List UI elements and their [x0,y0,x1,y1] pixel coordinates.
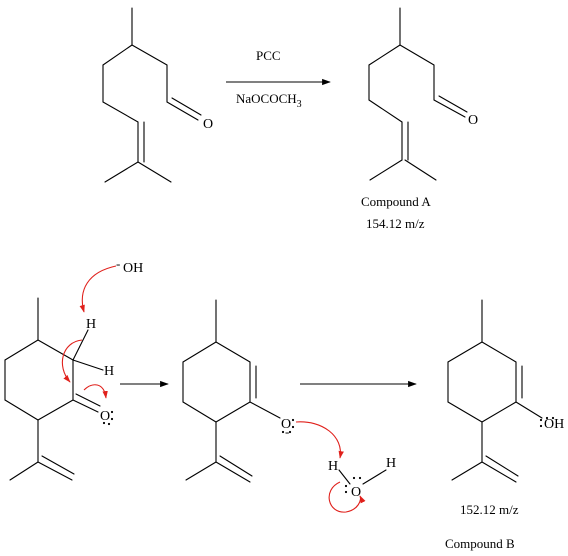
curved-arrow-carbonyl [83,384,108,399]
curved-arrow-ch-bond [61,339,83,383]
compound-b-mass: 152.12 m/z [460,502,519,517]
curved-arrow-oh-bond [328,481,366,513]
compound-a-name: Compound A [361,194,431,209]
hydroxide-charge: - [116,256,120,271]
water-oxygen: O [351,485,361,500]
enolate-oxygen-label: O [281,417,291,432]
water-hydrogen-right: H [386,456,396,471]
citronellal-structure: O [102,7,213,183]
curved-arrow-protonation [295,421,344,459]
compound-b-name: Compound B [445,536,515,551]
compound-a-mass: 154.12 m/z [366,216,425,231]
water-hydrogen-left: H [328,459,338,474]
enolate-charge: - [285,424,289,439]
compound-a-structure: O [368,7,478,181]
alpha-hydrogen-1: H [86,317,96,332]
ketone-oxygen-label: O [100,409,110,424]
compound-a-oxygen-label: O [468,113,478,128]
reagent-sodium-acetate: NaOCOCH3 [236,91,302,110]
enol-structure: OH [447,299,564,483]
curved-arrow-hydroxide-attack [79,265,117,313]
enolate-structure: O - [182,299,295,483]
enol-hydroxyl-label: OH [544,417,564,432]
hydroxide-label: OH [123,261,143,276]
reagent-pcc: PCC [256,48,281,63]
aldehyde-oxygen-label: O [203,117,213,132]
alpha-hydrogen-2: H [104,364,114,379]
ketone-structure: H H O [4,297,114,481]
